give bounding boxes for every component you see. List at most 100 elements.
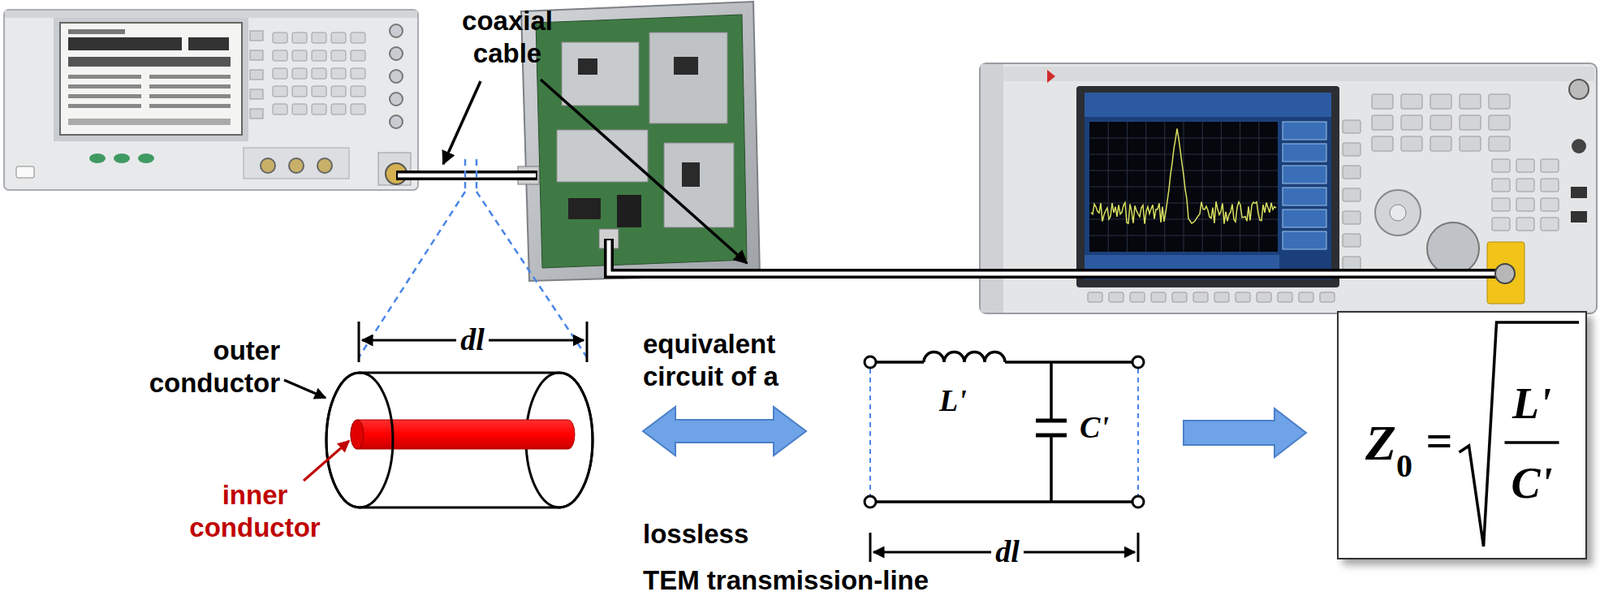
button-grid-part <box>1256 292 1272 302</box>
button-grid-part <box>272 86 288 97</box>
part-label: outer conductor <box>113 334 281 399</box>
button-grid-part <box>1282 121 1327 140</box>
lc-circuit-part-part <box>1132 356 1144 368</box>
plot-grid-part <box>1089 154 1278 156</box>
zoom-lines-part <box>476 191 587 358</box>
button-grid-part <box>350 50 366 61</box>
lc-circuit-part-part <box>864 356 876 368</box>
button-grid-part <box>272 50 288 61</box>
coax-cylinder-part <box>326 372 393 508</box>
circuit-board-part <box>673 56 699 75</box>
button-grid-part <box>350 68 366 79</box>
button-grid-part <box>331 86 346 97</box>
leader-arrow-part <box>540 79 747 264</box>
button-grid-part <box>1401 94 1423 109</box>
spectrum-analyzer-part <box>1089 121 1278 252</box>
circuit-board-part <box>616 194 642 228</box>
part-label: inner conductor <box>173 478 337 544</box>
button-grid-part <box>1172 292 1187 302</box>
button-grid-part <box>331 68 346 79</box>
formula-denominator: C' <box>1510 461 1553 505</box>
signal-generator-part <box>89 153 106 164</box>
circuit-board-part <box>561 42 639 106</box>
button-grid-part <box>1342 188 1361 202</box>
button-grid-part <box>1282 165 1327 184</box>
lc-circuit <box>864 352 1144 563</box>
button-grid-part <box>250 69 264 80</box>
plot-grid-part <box>1089 235 1278 237</box>
spectrum-analyzer-part <box>1571 138 1587 154</box>
circuit-board-part <box>556 129 648 182</box>
signal-generator-part <box>243 147 350 179</box>
button-grid-part <box>1430 94 1452 109</box>
button-grid-part <box>250 50 264 61</box>
lc-circuit-part <box>864 356 1144 508</box>
leader-arrow <box>443 79 747 264</box>
circuit-board-part <box>535 14 747 268</box>
double-arrow <box>642 406 807 456</box>
lc-circuit-part-part <box>1004 360 1133 364</box>
button-grid-part <box>1459 115 1481 130</box>
formula-symbol: Z <box>1365 417 1397 468</box>
button-grid-part <box>1193 292 1208 302</box>
button-grid-part <box>1214 292 1230 302</box>
coaxial-cable-part <box>396 170 538 181</box>
plot-grid <box>1089 121 1278 252</box>
button-grid-part <box>1342 233 1361 247</box>
button-grid-part <box>1516 198 1535 212</box>
spectrum-analyzer-part <box>1570 211 1588 223</box>
button-grid-part <box>1488 115 1510 130</box>
circuit-board-part <box>664 142 734 228</box>
circuit-board-part <box>681 162 700 187</box>
caption-text: equivalent circuit of a <box>642 327 854 393</box>
button-grid-part <box>250 108 264 119</box>
button-grid-part <box>331 50 346 61</box>
button-grid <box>250 24 403 129</box>
leader-arrow <box>303 440 350 481</box>
coaxial-cable <box>396 175 1515 284</box>
button-grid-part <box>1371 136 1393 151</box>
circuit-board <box>517 1 760 281</box>
button-grid-part <box>1430 115 1452 130</box>
coaxial-cable-part <box>608 238 1506 274</box>
button-grid-part <box>1459 94 1481 109</box>
coaxial-cable-part <box>1495 263 1515 284</box>
coaxial-cable-part <box>608 240 1504 274</box>
button-grid-part <box>1282 209 1327 228</box>
signal-generator-part <box>4 10 418 18</box>
button-grid-part <box>389 115 403 129</box>
button-grid-part <box>1129 292 1145 302</box>
formula-subscript: 0 <box>1396 449 1413 483</box>
button-grid-part <box>311 68 327 79</box>
button-grid-part <box>1235 292 1251 302</box>
fraction-bar <box>1504 440 1559 445</box>
block-arrow <box>1183 408 1307 458</box>
spectrum-analyzer-part <box>1375 189 1421 236</box>
signal-generator-part <box>149 74 231 79</box>
button-grid-part <box>1459 136 1481 151</box>
spectrum-analyzer-part <box>1427 222 1480 275</box>
signal-generator-part <box>68 37 182 51</box>
button-grid-part <box>1492 217 1510 231</box>
leader-arrow-part <box>443 81 481 164</box>
button-grid-part <box>1087 292 1103 302</box>
coax-cylinder-part <box>326 372 593 508</box>
spectrum-analyzer-part <box>1389 204 1406 221</box>
lc-circuit-part <box>870 368 1139 496</box>
component-label: C' <box>1079 410 1109 445</box>
signal-generator-part <box>60 22 242 135</box>
button-grid-part <box>1319 292 1335 302</box>
lc-circuit-part-part <box>869 368 872 496</box>
button-grid-part <box>1342 211 1361 225</box>
spectrum-analyzer-part <box>1084 92 1332 280</box>
lc-circuit-part-part <box>869 532 872 562</box>
button-grid-part <box>1282 231 1327 250</box>
button-grid-part <box>272 103 288 115</box>
coaxial-cable-part <box>397 173 536 178</box>
button-grid-part <box>292 32 307 44</box>
leader-arrow <box>284 379 326 398</box>
button-grid-part <box>331 103 346 115</box>
spectrum-analyzer-part <box>1076 86 1340 288</box>
button-grid-part <box>311 32 327 44</box>
lc-circuit-part-part <box>875 500 1133 504</box>
